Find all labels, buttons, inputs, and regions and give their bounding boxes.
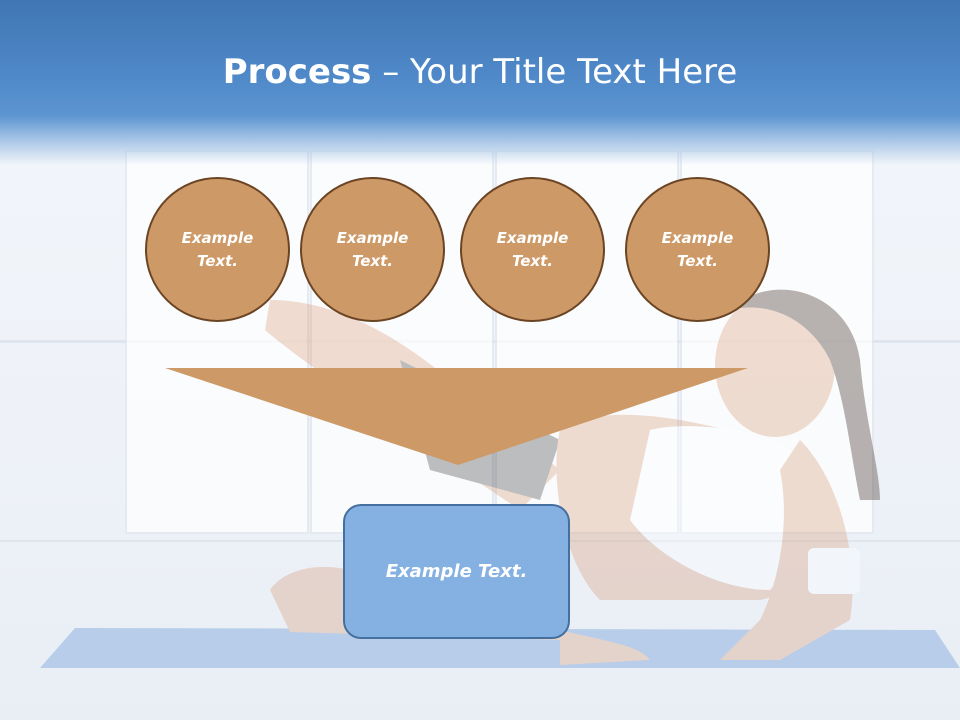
title-rest-text: – Your Title Text Here [371, 52, 738, 92]
title-bold-text: Process [222, 52, 372, 92]
header-band [0, 0, 960, 165]
figure-top [630, 426, 796, 590]
figure-hair [730, 289, 880, 500]
step-3-line1: Example [496, 228, 569, 247]
slide-title: Process – Your Title Text Here [0, 52, 960, 92]
step-4-line2: Text. [676, 251, 718, 270]
exercise-mat [40, 628, 960, 668]
figure-arm [720, 440, 853, 660]
step-1-line1: Example [181, 228, 254, 247]
figure-hand [560, 630, 650, 665]
result-label: Example Text. [385, 561, 528, 582]
figure-shorts [400, 360, 560, 500]
figure-armband [808, 548, 860, 594]
step-3-line2: Text. [511, 251, 553, 270]
step-4-line1: Example [661, 228, 734, 247]
result-box[interactable]: Example Text. [343, 504, 570, 639]
step-2-line2: Text. [351, 251, 393, 270]
step-1-line2: Text. [196, 251, 238, 270]
step-2-line1: Example [336, 228, 409, 247]
